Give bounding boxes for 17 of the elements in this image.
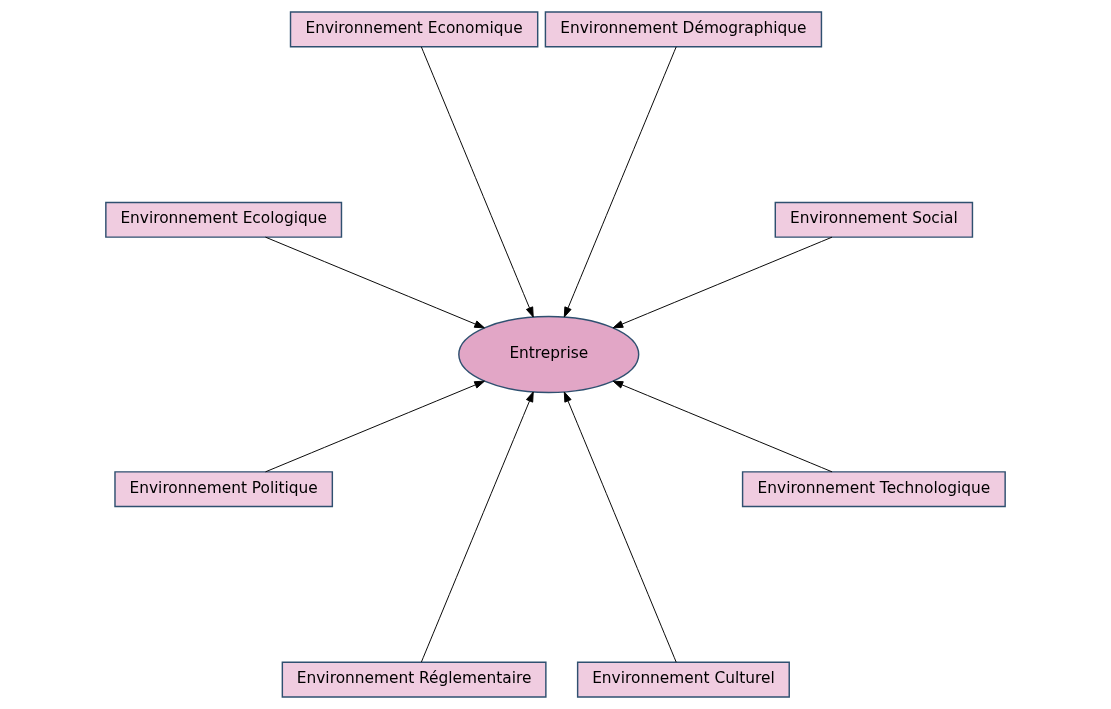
arrow — [563, 391, 677, 663]
node-box: Environnement Economique — [289, 11, 539, 48]
node-box: Environnement Culturel — [576, 661, 790, 698]
arrow — [563, 46, 677, 318]
arrow — [612, 380, 833, 473]
arrow — [612, 236, 833, 329]
node-box: Environnement Technologique — [741, 471, 1006, 508]
node-box: Environnement Démographique — [544, 11, 823, 48]
node-box: Environnement Politique — [114, 471, 334, 508]
arrow — [265, 380, 485, 473]
node-box: Environnement Social — [774, 201, 974, 238]
arrow — [420, 46, 534, 318]
node-ellipse: Entreprise — [458, 315, 640, 394]
node-box: Environnement Réglementaire — [281, 661, 547, 698]
node-box: Environnement Ecologique — [105, 201, 343, 238]
arrow — [420, 391, 534, 663]
arrow — [265, 236, 485, 329]
